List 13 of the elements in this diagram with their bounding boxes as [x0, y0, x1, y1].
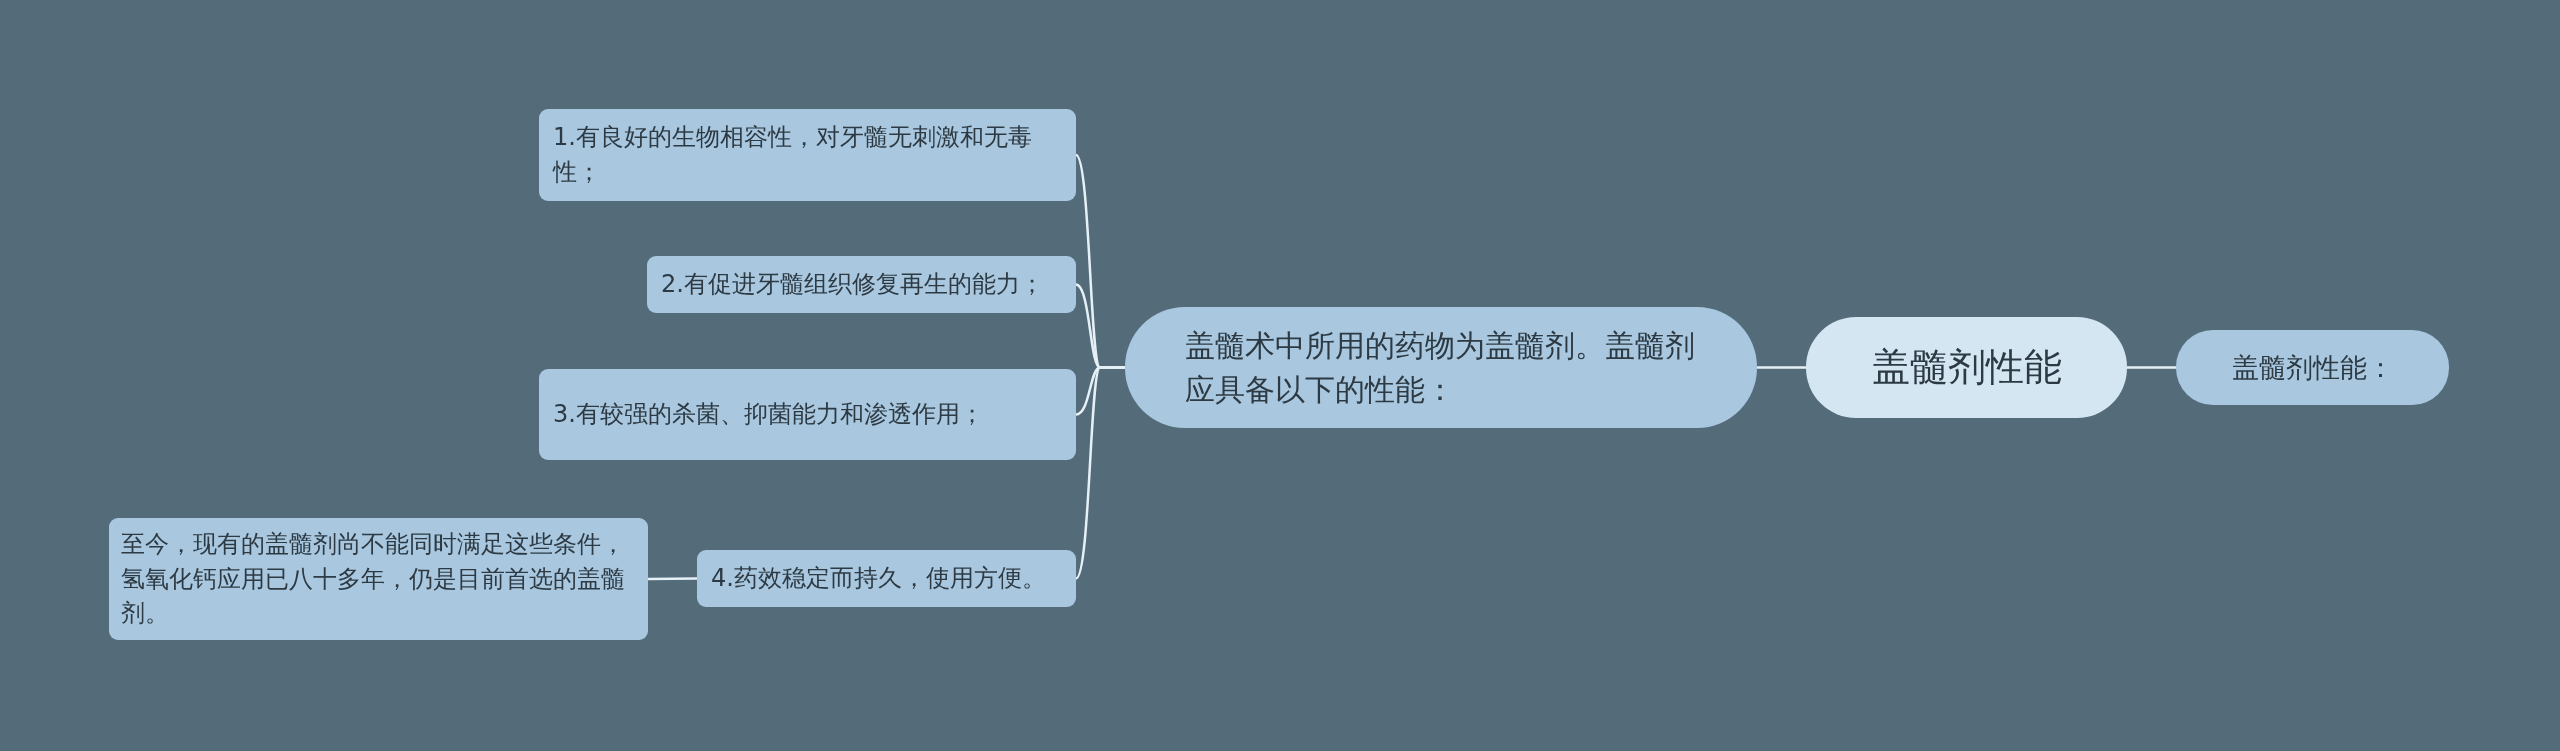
- central-topic-box: 盖髓剂性能: [1806, 317, 2127, 418]
- connector-line: [1757, 366, 1806, 369]
- connector-line: [648, 577, 697, 581]
- subtopic-box: 1.有良好的生物相容性，对牙髓无刺激和无毒性；: [539, 109, 1076, 201]
- connector-line: [2127, 366, 2176, 369]
- subtopic-box: 3.有较强的杀菌、抑菌能力和渗透作用；: [539, 369, 1076, 460]
- connector-line: [1075, 366, 1125, 416]
- subtopic-box: 至今，现有的盖髓剂尚不能同时满足这些条件，氢氧化钙应用已八十多年，仍是目前首选的盖髓剂。: [109, 518, 648, 640]
- connector-line: [1075, 366, 1125, 580]
- topic-box: 盖髓剂性能：: [2176, 330, 2449, 405]
- topic-box: 盖髓术中所用的药物为盖髓剂。盖髓剂应具备以下的性能：: [1125, 307, 1757, 428]
- subtopic-box: 2.有促进牙髓组织修复再生的能力；: [647, 256, 1076, 313]
- subtopic-box: 4.药效稳定而持久，使用方便。: [697, 550, 1076, 607]
